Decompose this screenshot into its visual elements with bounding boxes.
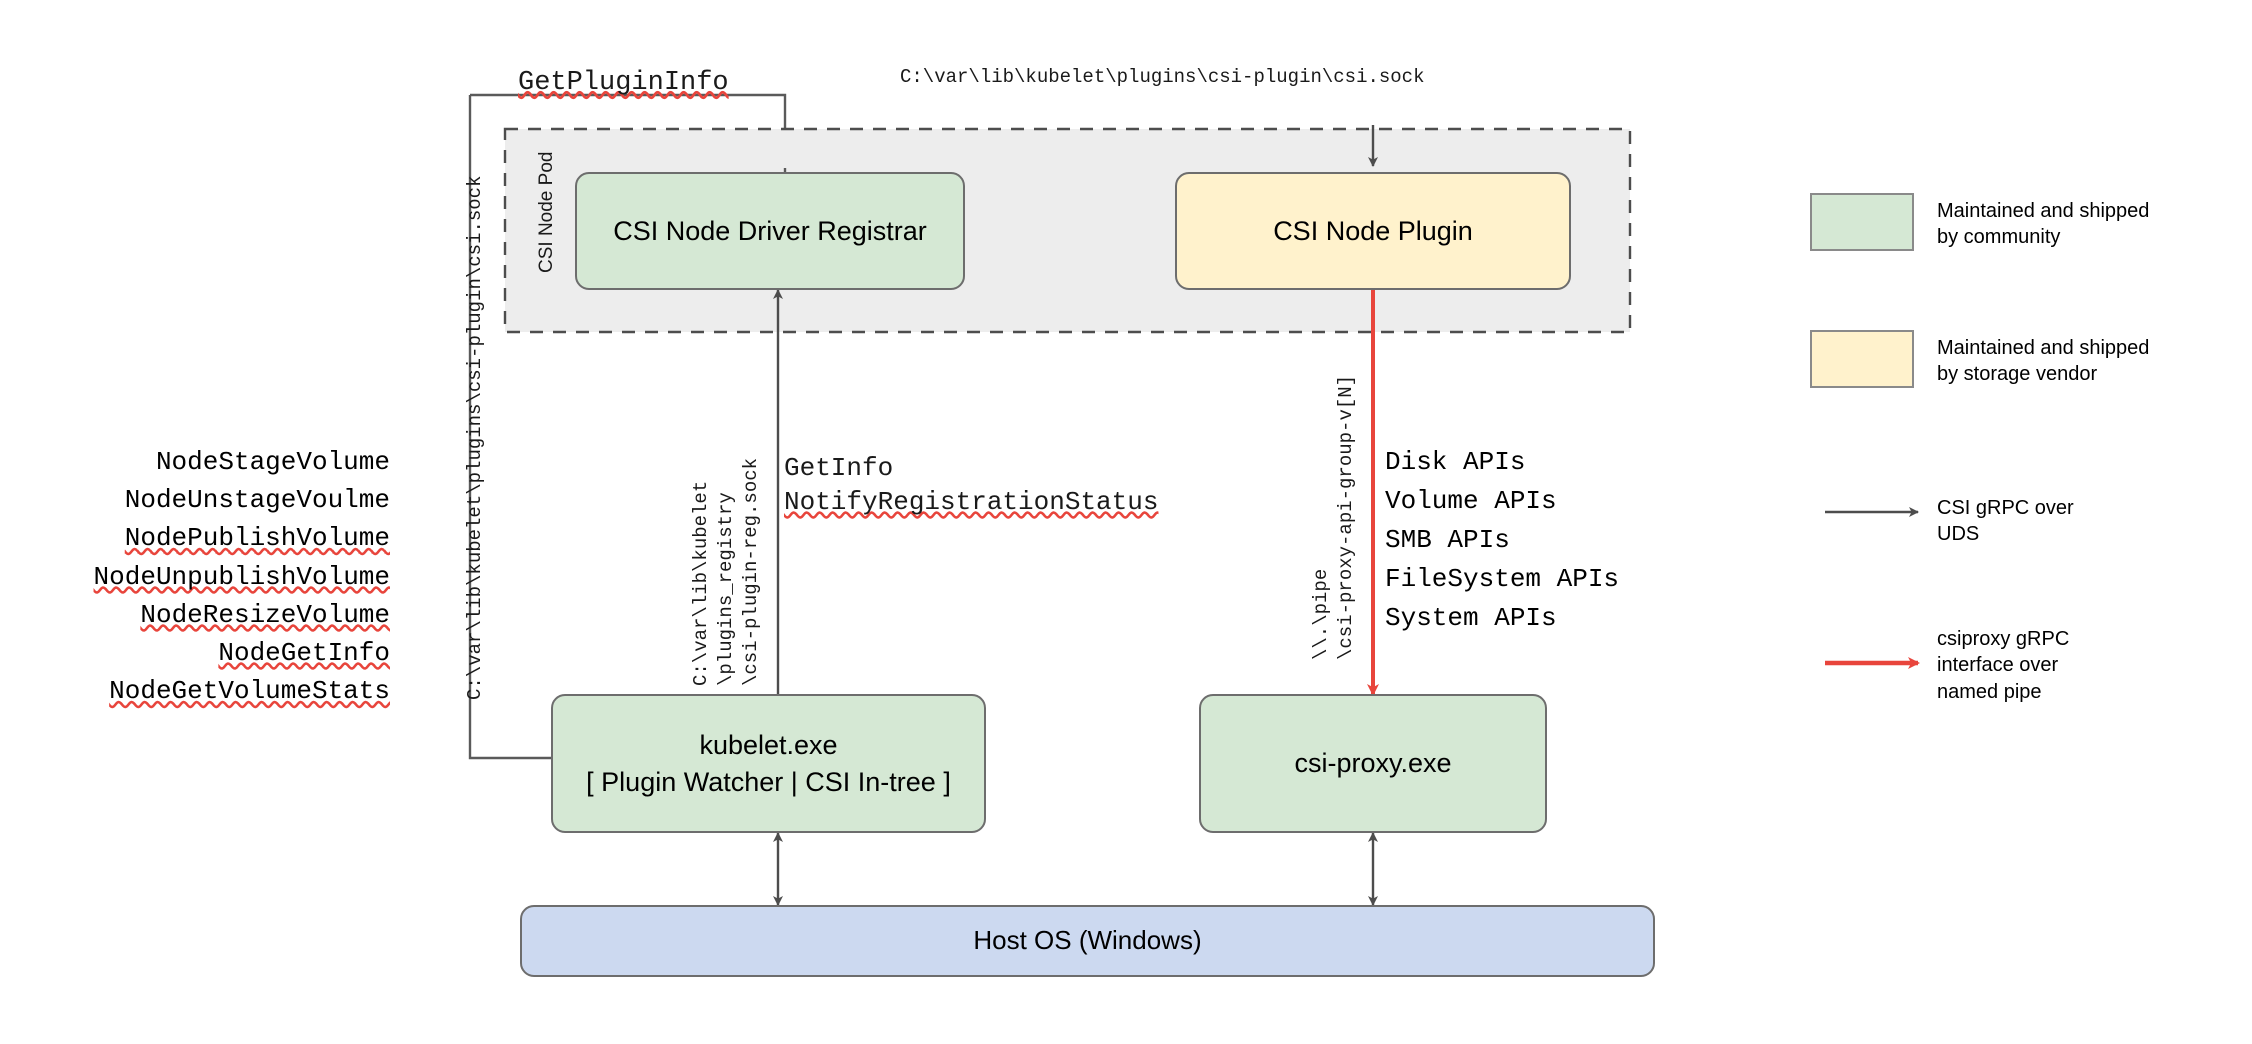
node-api-call-item: NodeGetInfo: [218, 638, 390, 669]
label-registry-path-line-3: \csi-plugin-reg.sock: [740, 457, 762, 686]
node-csi-node-driver-registrar-label: CSI Node Driver Registrar: [613, 215, 927, 246]
node-api-call-item: NodeResizeVolume: [140, 599, 390, 630]
node-api-call-item: NodePublishVolume: [124, 523, 390, 554]
node-csi-proxy-exe-label: csi-proxy.exe: [1294, 748, 1452, 779]
legend-label-storage-vendor: Maintained and shipped by storage vendor: [1937, 337, 2150, 386]
label-get-plugin-info: GetPluginInfo: [518, 68, 729, 98]
label-registry-path-line-2: \plugins_registry: [715, 492, 737, 686]
legend-swatch-storage-vendor: [1810, 330, 1914, 388]
label-get-info: GetInfo: [784, 453, 894, 483]
node-api-call-item: NodeUnstageVoulme: [124, 485, 390, 516]
proxy-api-item: SMB APIs: [1385, 525, 1510, 555]
legend-label-community: Maintained and shipped by community: [1937, 200, 2150, 249]
node-api-call-item: NodeGetVolumeStats: [109, 676, 390, 707]
label-named-pipe-line-1: \\.\pipe: [1310, 568, 1332, 660]
node-csi-node-plugin[interactable]: CSI Node Plugin: [1175, 172, 1571, 290]
node-csi-proxy-exe[interactable]: csi-proxy.exe: [1199, 694, 1547, 833]
node-kubelet-exe-label: kubelet.exe [ Plugin Watcher | CSI In-tr…: [586, 730, 951, 797]
legend-label-csiproxy-grpc-named-pipe: csiproxy gRPC interface over named pipe: [1937, 628, 2070, 703]
node-kubelet-exe[interactable]: kubelet.exe [ Plugin Watcher | CSI In-tr…: [551, 694, 986, 833]
node-api-call-item: NodeStageVolume: [155, 447, 390, 477]
label-named-pipe-line-2: \csi-proxy-api-group-v[N]: [1335, 374, 1357, 660]
label-csi-sock-path-vertical: C:\var\lib\kubelet\plugins\csi-plugin\cs…: [464, 175, 486, 701]
legend-label-csi-grpc-uds: CSI gRPC over UDS: [1937, 497, 2074, 546]
node-csi-node-plugin-label: CSI Node Plugin: [1273, 215, 1473, 246]
label-csi-sock-path: C:\var\lib\kubelet\plugins\csi-plugin\cs…: [900, 66, 1425, 88]
node-csi-node-driver-registrar[interactable]: CSI Node Driver Registrar: [575, 172, 965, 290]
proxy-api-item: System APIs: [1385, 603, 1557, 633]
label-registry-path-line-1: C:\var\lib\kubelet: [690, 480, 712, 686]
legend-swatch-community: [1810, 193, 1914, 251]
pod-label: CSI Node Pod: [536, 151, 557, 273]
node-api-call-item: NodeUnpublishVolume: [93, 561, 390, 592]
proxy-api-item: FileSystem APIs: [1385, 564, 1620, 594]
proxy-api-item: Disk APIs: [1385, 447, 1526, 477]
proxy-api-item: Volume APIs: [1385, 486, 1557, 516]
node-host-os-label: Host OS (Windows): [973, 925, 1202, 956]
label-notify-registration-status: NotifyRegistrationStatus: [784, 487, 1159, 517]
node-host-os[interactable]: Host OS (Windows): [520, 905, 1655, 977]
